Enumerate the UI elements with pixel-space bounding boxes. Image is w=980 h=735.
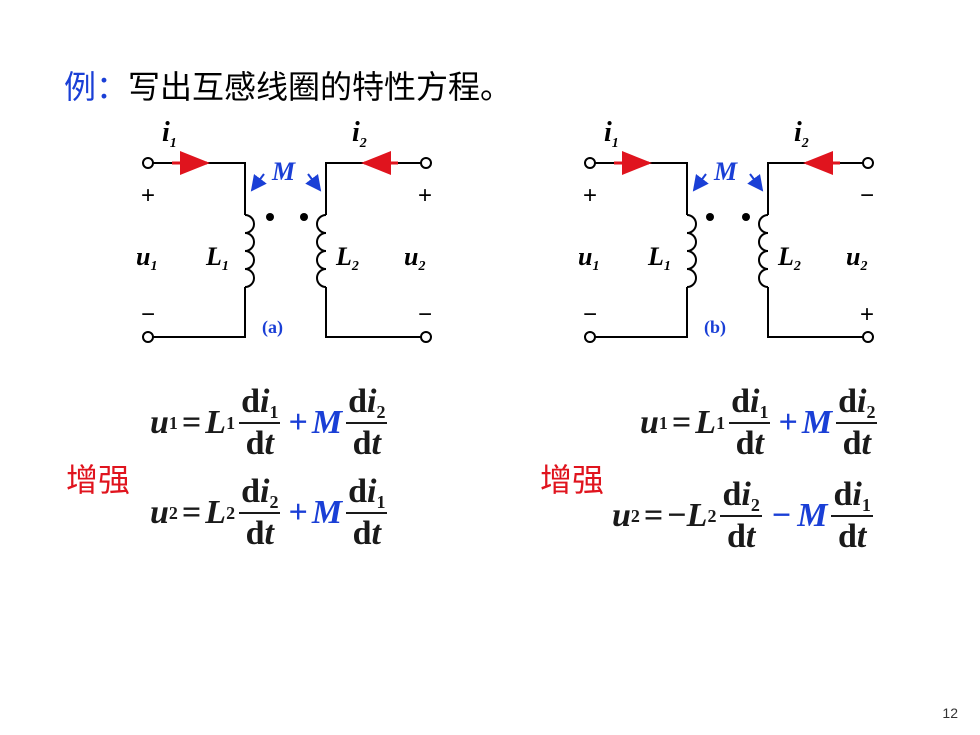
wire-b-right-bottom <box>767 287 863 338</box>
circuit-b: i1 i2 M L1 L2 u1 u2 + − − + (b) <box>578 117 874 343</box>
label-a-L1: L1 <box>205 242 229 274</box>
mutual-arrow-b-right <box>747 173 764 192</box>
inductor-a-1 <box>244 214 255 288</box>
label-b-i1: i1 <box>604 117 619 151</box>
terminal-a-1-bottom <box>142 331 154 343</box>
dot-a-1 <box>266 213 274 221</box>
wire-a-right-bottom <box>325 287 421 338</box>
wire-a-left-top <box>153 162 246 215</box>
polarity-b-right-bottom: + <box>860 301 874 328</box>
label-a-u2: u2 <box>404 242 425 274</box>
dot-b-2 <box>742 213 750 221</box>
inductor-b-1 <box>686 214 697 288</box>
label-a-mutual: M <box>271 157 296 186</box>
wire-a-left-bottom <box>153 287 246 338</box>
label-b-u1: u1 <box>578 242 599 274</box>
terminal-a-2-top <box>420 157 432 169</box>
mutual-arrow-a-right <box>305 173 322 192</box>
label-a-L2: L2 <box>335 242 359 274</box>
polarity-b-right-top: − <box>860 182 874 209</box>
circuit-diagrams: i1 i2 M L1 L2 u1 u2 + − + − (a) i1 i2 M … <box>136 117 874 343</box>
terminal-b-2-bottom <box>862 331 874 343</box>
page-title: 例：写出互感线圈的特性方程。 <box>64 62 512 108</box>
wire-b-right-top <box>767 162 863 215</box>
wire-b-left-top <box>595 162 688 215</box>
polarity-a-right-bottom: − <box>418 301 432 328</box>
polarity-a-left-top: + <box>141 182 155 209</box>
mutual-arrow-a-left <box>250 173 267 192</box>
terminal-b-2-top <box>862 157 874 169</box>
terminal-b-1-bottom <box>584 331 596 343</box>
polarity-a-left-bottom: − <box>141 301 155 328</box>
polarity-b-left-top: + <box>583 182 597 209</box>
label-a-u1: u1 <box>136 242 157 274</box>
label-a-i2: i2 <box>352 117 367 151</box>
dot-b-1 <box>706 213 714 221</box>
mutual-arrow-b-left <box>692 173 709 192</box>
title-text: 写出互感线圈的特性方程。 <box>128 68 513 106</box>
label-b-u2: u2 <box>846 242 867 274</box>
tag-a-strengthen: 增强 <box>66 461 131 499</box>
label-b-L1: L1 <box>647 242 671 274</box>
wire-b-left-bottom <box>595 287 688 338</box>
inductor-a-2 <box>316 214 327 288</box>
terminal-b-1-top <box>584 157 596 169</box>
polarity-a-right-top: + <box>418 182 432 209</box>
title-lead: 例： <box>64 68 129 106</box>
caption-b: (b) <box>704 317 726 338</box>
label-b-i2: i2 <box>794 117 809 151</box>
page-number: 12 <box>942 705 958 721</box>
terminal-a-1-top <box>142 157 154 169</box>
dot-a-2 <box>300 213 308 221</box>
tag-b-strengthen: 增强 <box>540 461 605 499</box>
label-b-mutual: M <box>713 157 738 186</box>
polarity-b-left-bottom: − <box>583 301 597 328</box>
circuit-a: i1 i2 M L1 L2 u1 u2 + − + − (a) <box>136 117 432 343</box>
terminal-a-2-bottom <box>420 331 432 343</box>
caption-a: (a) <box>262 317 283 338</box>
label-b-L2: L2 <box>777 242 801 274</box>
label-a-i1: i1 <box>162 117 177 151</box>
inductor-b-2 <box>758 214 769 288</box>
wire-a-right-top <box>325 162 421 215</box>
